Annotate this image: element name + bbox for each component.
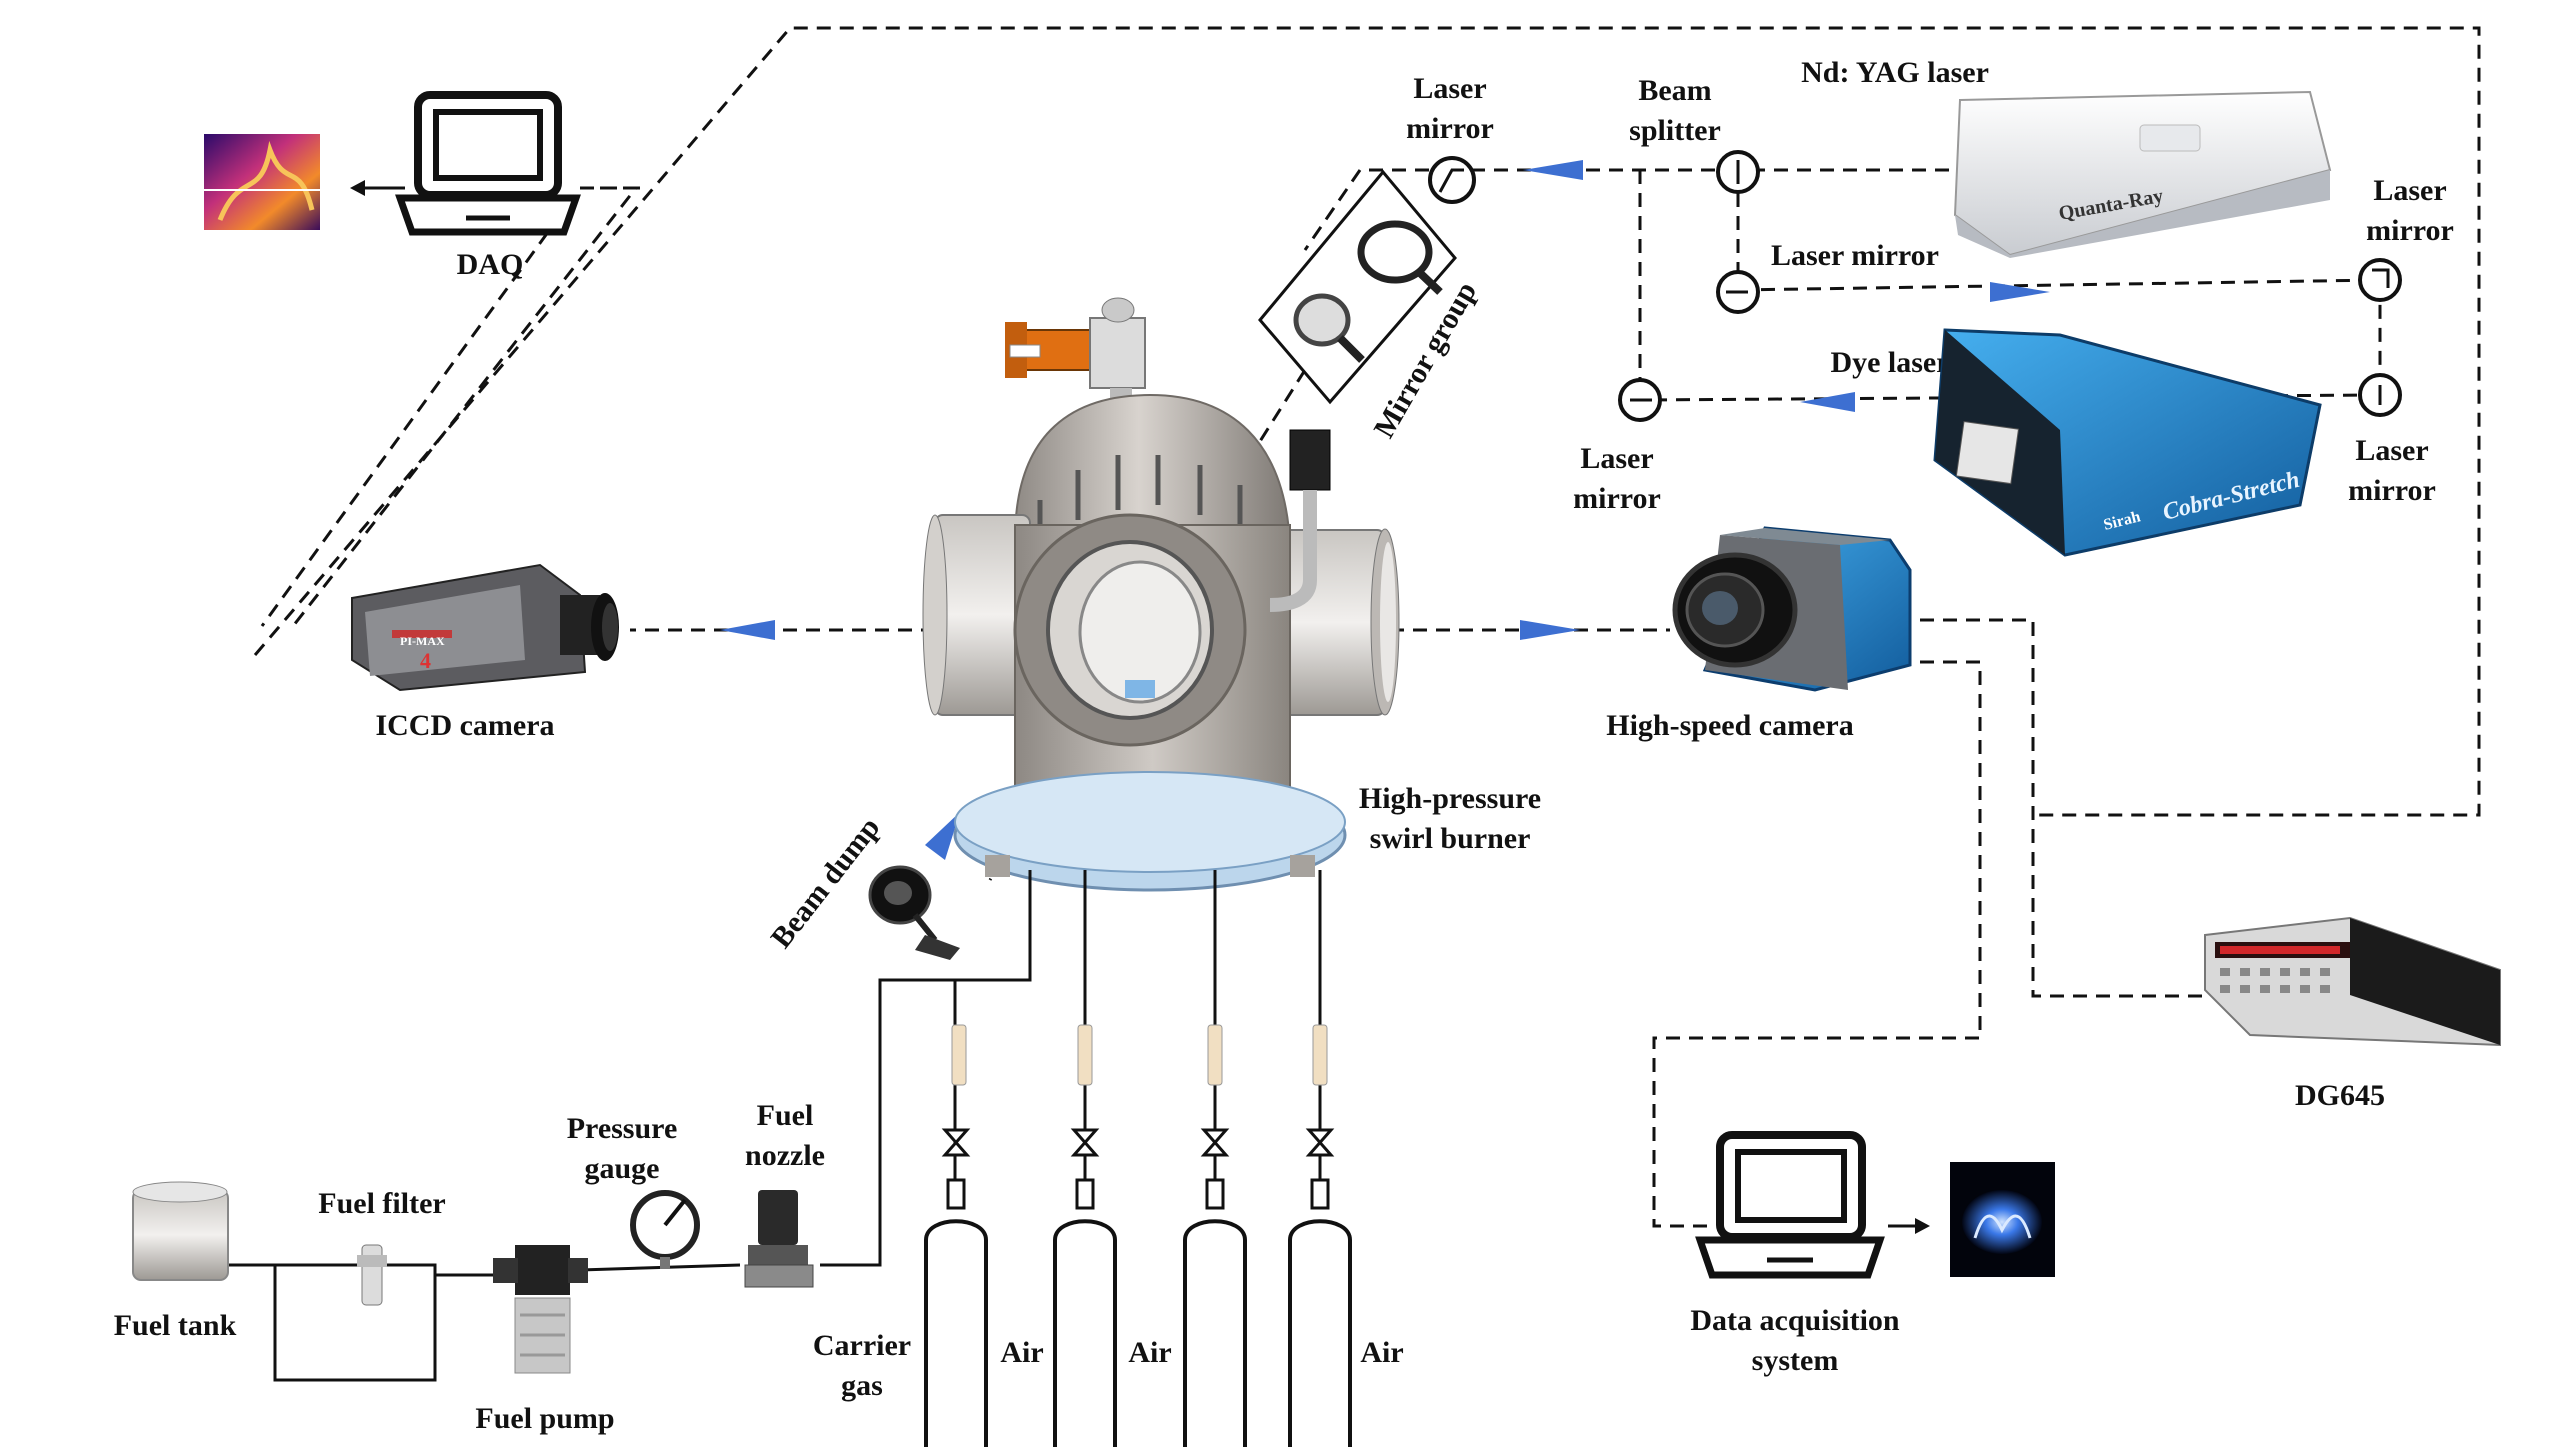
iccd-camera: PI-MAX 4 ICCD camera bbox=[351, 563, 619, 742]
beam-dump: Beam dump bbox=[765, 811, 960, 960]
fuel-tank: Fuel tank bbox=[114, 1181, 237, 1342]
pressure-gauge-label-1: Pressure bbox=[567, 1112, 678, 1145]
mirror-group: Mirror group bbox=[1258, 169, 1483, 444]
high-speed-camera: High-speed camera bbox=[1606, 526, 1912, 742]
laser-mirror-right-top-label-2: mirror bbox=[2366, 214, 2454, 247]
laser-mirror-bottom-left-label-2: mirror bbox=[1573, 482, 1661, 515]
carrier-gas-label-1: Carrier bbox=[813, 1329, 911, 1362]
fuel-nozzle-label-2: nozzle bbox=[745, 1139, 825, 1172]
dye-laser: Cobra-Stretch Sirah bbox=[1933, 328, 2322, 557]
fuel-filter-label: Fuel filter bbox=[318, 1187, 445, 1220]
carrier-gas-air-label: Air bbox=[1000, 1336, 1043, 1369]
laser-mirror-bottom-left-label-1: Laser bbox=[1580, 442, 1653, 475]
beam-mirror-loop bbox=[1737, 278, 2382, 395]
burner-label-1: High-pressure bbox=[1359, 782, 1541, 815]
fuel-nozzle: Fuel nozzle bbox=[744, 1099, 825, 1288]
daq-iccd-line-2 bbox=[288, 186, 640, 631]
gas-cylinders bbox=[924, 1024, 1352, 1452]
das-label-2: system bbox=[1752, 1344, 1839, 1377]
dg645-label: DG645 bbox=[2295, 1079, 2385, 1112]
mirror-orientation-marks bbox=[1438, 160, 2390, 405]
air-cylinder-2 bbox=[1183, 1024, 1247, 1452]
fuel-filter: Fuel filter bbox=[318, 1187, 446, 1306]
air-cylinder-1 bbox=[1053, 1024, 1117, 1452]
trigger-line-main bbox=[253, 26, 2481, 817]
daq-arrow bbox=[350, 180, 405, 196]
flame-image-thumbnail bbox=[1950, 1162, 2055, 1277]
daq-iccd-line-1 bbox=[260, 186, 640, 627]
fuel-pump-label: Fuel pump bbox=[475, 1402, 614, 1435]
nd-yag-laser: Quanta-Ray bbox=[1953, 90, 2332, 258]
beam-to-mirror-group bbox=[1303, 168, 1452, 251]
high-pressure-swirl-burner: High-pressure swirl burner bbox=[922, 297, 1541, 892]
pi-max-label: PI-MAX bbox=[400, 634, 445, 648]
air-label-2: Air bbox=[1360, 1336, 1403, 1369]
fuel-lines bbox=[225, 1263, 741, 1382]
fuel-pump: Fuel pump bbox=[475, 1245, 615, 1435]
gas-supply-lines bbox=[820, 870, 1322, 1267]
air-label-1: Air bbox=[1128, 1336, 1171, 1369]
laser-mirror-bottom-right-label-1: Laser bbox=[2355, 434, 2428, 467]
das-label-1: Data acquisition bbox=[1690, 1304, 1900, 1337]
air-cylinder-3 bbox=[1288, 1024, 1352, 1452]
burner-label-2: swirl burner bbox=[1370, 822, 1531, 855]
fuel-tank-label: Fuel tank bbox=[114, 1309, 237, 1342]
data-acquisition-computer: Data acquisition system bbox=[1690, 1131, 1900, 1377]
burner-dome bbox=[1013, 393, 1292, 547]
carrier-gas-cylinder bbox=[924, 1024, 988, 1452]
laser-mirror-right-top-label-1: Laser bbox=[2373, 174, 2446, 207]
dye-laser-label: Dye laser bbox=[1830, 346, 1949, 379]
daq-label: DAQ bbox=[457, 248, 524, 281]
laser-mirror-bottom-right-label-2: mirror bbox=[2348, 474, 2436, 507]
beam-splitter-label-2: splitter bbox=[1629, 114, 1721, 147]
pressure-gauge-label-2: gauge bbox=[585, 1152, 660, 1185]
fuel-nozzle-label-1: Fuel bbox=[757, 1099, 814, 1132]
beam-dump-label: Beam dump bbox=[765, 811, 887, 954]
beam-splitter-label-1: Beam bbox=[1638, 74, 1711, 107]
pressure-sensor bbox=[1289, 429, 1331, 491]
pi-max-number: 4 bbox=[420, 648, 431, 673]
daq-computer: DAQ bbox=[395, 91, 581, 281]
iccd-camera-label: ICCD camera bbox=[375, 709, 554, 742]
laser-mirror-top-label-1: Laser bbox=[1413, 72, 1486, 105]
laser-optics bbox=[1428, 150, 2402, 422]
iccd-image-thumbnail bbox=[204, 134, 320, 230]
dg645-delay-generator: DG645 bbox=[2204, 916, 2501, 1112]
hs-camera-dg645-line bbox=[1920, 618, 2204, 998]
laser-mirror-mid-label: Laser mirror bbox=[1771, 239, 1939, 272]
laser-mirror-top-icon bbox=[1428, 156, 1476, 204]
pressure-gauge: Pressure gauge bbox=[567, 1112, 700, 1269]
high-speed-camera-label: High-speed camera bbox=[1606, 709, 1853, 742]
laser-mirror-right-top-icon bbox=[2358, 258, 2402, 302]
das-arrow bbox=[1888, 1218, 1930, 1234]
carrier-gas-label-2: gas bbox=[841, 1369, 883, 1402]
nd-yag-laser-label: Nd: YAG laser bbox=[1801, 56, 1989, 89]
laser-mirror-top-label-2: mirror bbox=[1406, 112, 1494, 145]
hs-camera-das-line bbox=[1652, 660, 1982, 1228]
